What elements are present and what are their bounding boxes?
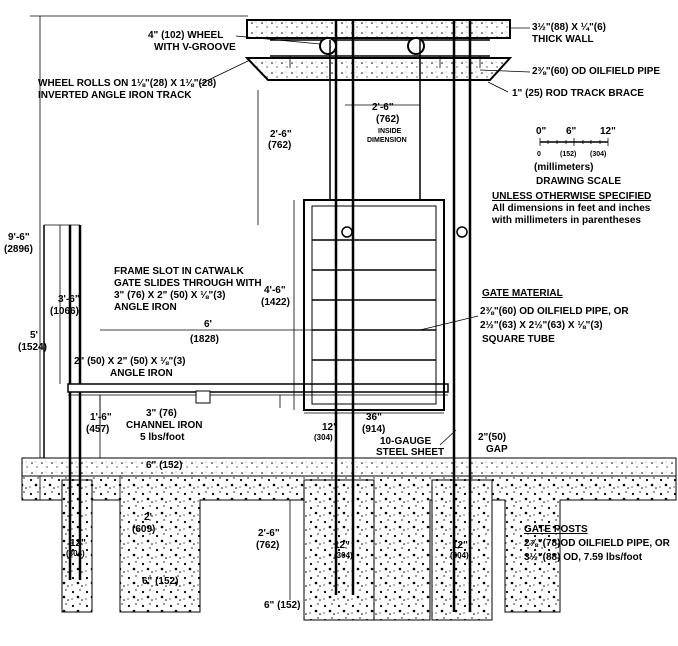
- label-wall-2: THICK WALL: [532, 34, 594, 45]
- gate-material-1: 2⅜"(60) OD OILFIELD PIPE, OR: [480, 306, 629, 317]
- scale-mm-152: (152): [560, 151, 576, 158]
- dim-12-right-mm: (304): [450, 551, 469, 560]
- inside-dim-mm: (762): [376, 114, 399, 125]
- label-wall-1: 3½"(88) X ¼"(6): [532, 22, 606, 33]
- dim-12-gate-in: 12": [322, 422, 338, 433]
- dim-12-left-in: 12": [70, 538, 86, 549]
- dim-5-mm: (1524): [18, 342, 47, 353]
- dimension-lines: [30, 15, 471, 612]
- dim-2-609-mm: (609): [132, 524, 155, 535]
- label-track-2: INVERTED ANGLE IRON TRACK: [38, 90, 192, 101]
- channel-line-2: CHANNEL IRON: [126, 420, 202, 431]
- dim-12-left-mm: (304): [66, 549, 85, 558]
- angle-line-1: 2" (50) X 2" (50) X ⅛"(3): [74, 356, 185, 367]
- dim-36-mm: (914): [362, 424, 385, 435]
- angle-line-2: ANGLE IRON: [110, 368, 173, 379]
- dim-2-609-ft: 2': [144, 512, 152, 523]
- gate-posts: [334, 20, 472, 612]
- channel-line-1: 3" (76): [146, 408, 177, 419]
- dim-2-6-upper-ft: 2'-6": [270, 129, 292, 140]
- frame-line-2: GATE SLIDES THROUGH WITH: [114, 278, 262, 289]
- inside-dim-label-1: INSIDE: [378, 128, 402, 135]
- dim-9-6-mm: (2896): [4, 244, 33, 255]
- dim-12-right-in: 12": [452, 540, 468, 551]
- dim-1-6-ft: 1'-6": [90, 412, 112, 423]
- label-rod-brace: 1" (25) ROD TRACK BRACE: [512, 88, 644, 99]
- inside-dim-label-2: DIMENSION: [367, 137, 407, 144]
- dim-2-6-upper-mm: (762): [268, 140, 291, 151]
- unless-title: UNLESS OTHERWISE SPECIFIED: [492, 191, 651, 202]
- dim-3-6-mm: (1066): [50, 306, 79, 317]
- posts-title: GATE POSTS: [524, 524, 588, 535]
- dim-6-ft: 6': [204, 319, 212, 330]
- dim-2-6-lower-mm: (762): [256, 540, 279, 551]
- scale-title: DRAWING SCALE: [536, 176, 621, 187]
- dim-9-6-ft: 9'-6": [8, 232, 30, 243]
- gate-material-2: 2½"(63) X 2½"(63) X ⅛"(3): [480, 320, 603, 331]
- unless-line-2: All dimensions in feet and inches: [492, 203, 651, 214]
- dim-6-152-a: 6" (152): [146, 460, 182, 471]
- gauge-line-1: 10-GAUGE: [380, 436, 431, 447]
- label-wheel-1: 4" (102) WHEEL: [148, 30, 223, 41]
- drawing-scale-bar: [539, 138, 609, 146]
- dim-3-6-ft: 3'-6": [58, 294, 80, 305]
- frame-line-4: ANGLE IRON: [114, 302, 177, 313]
- dim-12-mid-mm: (304): [334, 551, 353, 560]
- scale-label-0: 0": [536, 126, 547, 137]
- gate-material-title: GATE MATERIAL: [482, 288, 563, 299]
- label-pipe-top: 2⅜"(60) OD OILFIELD PIPE: [532, 66, 660, 77]
- scale-label-6: 6": [566, 126, 577, 137]
- dim-1-6-mm: (457): [86, 424, 109, 435]
- catwalk-frame: [43, 224, 449, 580]
- dim-6-152-b: 6" (152): [142, 576, 178, 587]
- gate-material-3: SQUARE TUBE: [482, 334, 555, 345]
- ground-section: [21, 457, 677, 621]
- posts-line-2: 3½"(88) OD, 7.59 lbs/foot: [524, 552, 643, 563]
- scale-mm-0: 0: [537, 151, 541, 158]
- dim-6-mm: (1828): [190, 334, 219, 345]
- dim-2-6-lower-ft: 2'-6": [258, 528, 280, 539]
- channel-line-3: 5 lbs/foot: [140, 432, 185, 443]
- frame-line-1: FRAME SLOT IN CATWALK: [114, 266, 245, 277]
- frame-line-3: 3" (76) X 2" (50) X ⅛"(3): [114, 290, 225, 301]
- gap-line-1: 2"(50): [478, 432, 506, 443]
- posts-line-1: 2⅞"(78)OD OILFIELD PIPE, OR: [524, 538, 671, 549]
- scale-mm-304: (304): [590, 151, 606, 158]
- dim-6-152-c: 6" (152): [264, 600, 300, 611]
- dim-4-6-mm: (1422): [261, 297, 290, 308]
- gauge-line-2: STEEL SHEET: [376, 447, 444, 458]
- inside-dim-ft: 2'-6": [372, 102, 394, 113]
- scale-units: (millimeters): [534, 162, 593, 173]
- gate-frame: [303, 40, 445, 411]
- leader-lines: [199, 27, 531, 446]
- dim-12-gate-mm: (304): [314, 433, 333, 442]
- scale-label-12: 12": [600, 126, 616, 137]
- gap-line-2: GAP: [486, 444, 508, 455]
- dim-5-ft: 5': [30, 330, 38, 341]
- dim-12-mid-in: 12": [334, 540, 350, 551]
- label-wheel-2: WITH V-GROOVE: [154, 42, 236, 53]
- dim-36-in: 36": [366, 412, 382, 423]
- labels: 4" (102) WHEEL WITH V-GROOVE WHEEL ROLLS…: [4, 22, 671, 611]
- unless-line-3: with millimeters in parentheses: [491, 215, 641, 226]
- dim-4-6-ft: 4'-6": [264, 285, 286, 296]
- label-track-1: WHEEL ROLLS ON 1⅛"(28) X 1⅛"(28): [38, 78, 216, 89]
